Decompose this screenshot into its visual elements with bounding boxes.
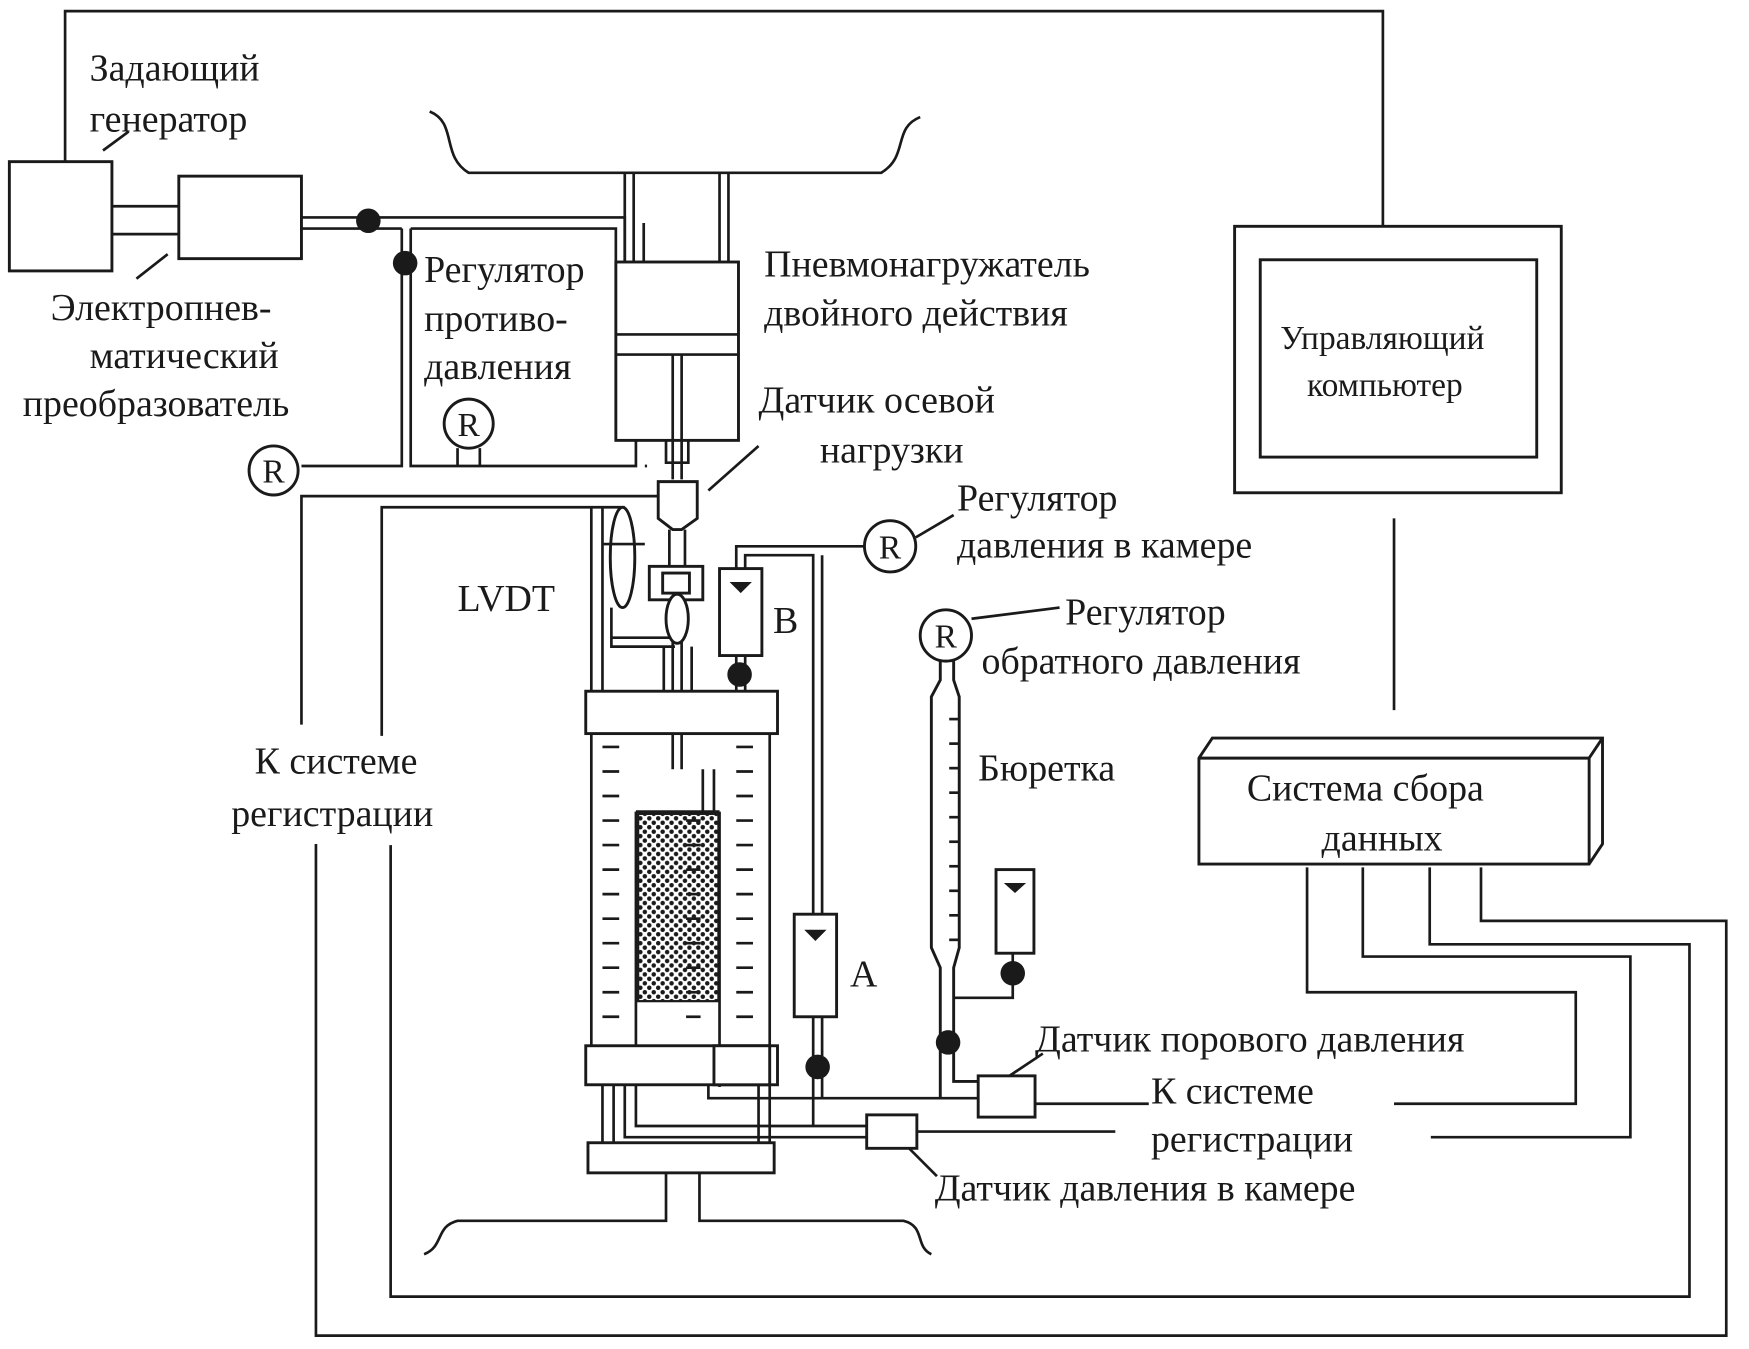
label-pore-sensor: Датчик порового давления <box>1035 1018 1464 1060</box>
label-vessel-a: A <box>850 954 878 996</box>
valve-b <box>727 662 752 687</box>
burette <box>929 661 979 1099</box>
registration-wire <box>1305 867 1578 1106</box>
label-chamber-sensor: Датчик давления в камере <box>935 1168 1356 1210</box>
label-lvdt: LVDT <box>458 578 556 620</box>
lvdt <box>608 505 637 610</box>
registration-wire <box>1361 867 1632 1139</box>
registration-wire <box>300 494 1728 1337</box>
small-vessel <box>994 868 1036 955</box>
svg-text:R: R <box>262 454 285 491</box>
registration-wire <box>380 505 1691 1298</box>
loading-frame-bottom <box>423 1172 933 1256</box>
piston-rod <box>664 354 690 480</box>
daq-box <box>1197 736 1604 866</box>
junction-dot <box>356 208 381 234</box>
computer-screen <box>1258 258 1539 459</box>
svg-text:R: R <box>458 407 481 444</box>
cell-bottom-plate <box>586 1141 776 1175</box>
pneumatic-loader <box>614 260 740 442</box>
valve-small <box>1000 961 1026 986</box>
generator-converter-link <box>111 204 179 236</box>
generator-box <box>7 160 114 273</box>
soil-sample <box>637 812 720 1003</box>
axial-load-sensor <box>656 480 699 532</box>
valve-a <box>805 1054 830 1080</box>
regulator-chamber: R <box>863 519 918 574</box>
chamber-water-marks <box>602 745 753 1019</box>
svg-text:R: R <box>935 619 958 656</box>
regulator-backpressure-main: R <box>442 397 495 450</box>
chamber-pressure-sensor <box>865 1113 919 1150</box>
junction-dot <box>392 250 418 276</box>
label-burette: Бюретка <box>978 747 1115 789</box>
vessel-b <box>718 567 764 657</box>
pore-pressure-sensor <box>976 1074 1037 1119</box>
loading-frame-top <box>429 110 921 175</box>
regulator-supply: R <box>247 444 300 497</box>
regulator-reverse: R <box>918 608 973 663</box>
cell-top-cap <box>584 689 779 736</box>
generator-computer-wire <box>63 9 1385 227</box>
valve-burette <box>935 1030 961 1055</box>
svg-text:R: R <box>879 530 902 567</box>
converter-box <box>177 174 303 261</box>
label-vessel-b: B <box>773 600 798 642</box>
vessel-a <box>792 912 839 1019</box>
